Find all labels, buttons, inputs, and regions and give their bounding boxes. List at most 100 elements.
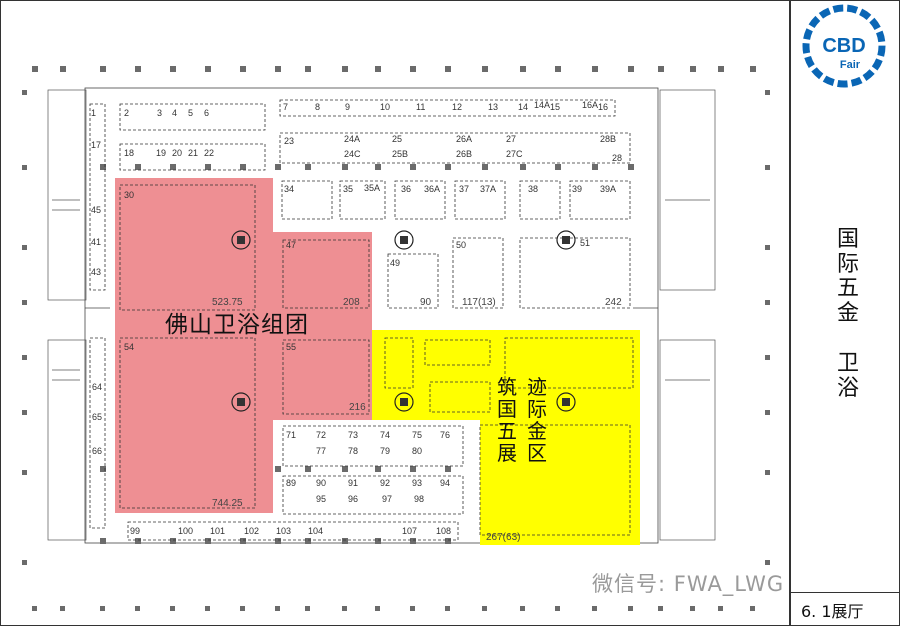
wechat-watermark: 微信号: FWA_LWG <box>592 572 785 596</box>
column <box>305 606 310 611</box>
column <box>100 606 105 611</box>
yellow-zone <box>372 330 640 545</box>
booth-label-49: 49 <box>390 258 400 268</box>
booth-label-9: 9 <box>345 102 350 112</box>
column <box>32 66 38 72</box>
column <box>275 164 281 170</box>
column <box>375 164 381 170</box>
column <box>375 538 381 544</box>
pillar-ring <box>556 392 576 412</box>
area-label: 90 <box>420 297 432 308</box>
pillar-core <box>562 236 570 244</box>
column <box>100 164 106 170</box>
pillar-ring <box>394 230 414 250</box>
booth-outline <box>279 132 631 164</box>
area-label: 267(63) <box>486 532 520 543</box>
column <box>22 470 27 475</box>
booth-label-51: 51 <box>580 238 590 248</box>
booth-label-26B: 26B <box>456 149 472 159</box>
booth-label-19: 19 <box>156 148 166 158</box>
booth-label-50: 50 <box>456 240 466 250</box>
booth-label-12: 12 <box>452 102 462 112</box>
column <box>375 466 381 472</box>
column <box>275 538 281 544</box>
column <box>240 66 246 72</box>
booth-label-21: 21 <box>188 148 198 158</box>
logo-text-fair: Fair <box>840 59 861 71</box>
column <box>275 606 280 611</box>
booth-label-75: 75 <box>412 430 422 440</box>
column <box>482 66 488 72</box>
booth-label-15: 15 <box>550 102 560 112</box>
column <box>240 538 246 544</box>
column <box>445 606 450 611</box>
column <box>22 300 27 305</box>
booth-label-66: 66 <box>92 446 102 456</box>
column <box>240 164 246 170</box>
booth-outline <box>119 337 256 509</box>
column <box>765 165 770 170</box>
column <box>410 164 416 170</box>
booth-label-18: 18 <box>124 148 134 158</box>
column <box>628 164 634 170</box>
booth-label-72: 72 <box>316 430 326 440</box>
column <box>60 66 66 72</box>
booth-label-98: 98 <box>414 494 424 504</box>
column <box>555 164 561 170</box>
booth-outline <box>282 239 370 309</box>
booth-outline <box>127 521 459 541</box>
booth-label-97: 97 <box>382 494 392 504</box>
column <box>718 606 723 611</box>
column <box>240 606 245 611</box>
yellow-zone-label-col2: 迹际金区 <box>525 376 549 464</box>
column <box>375 606 380 611</box>
booth-outline <box>339 180 386 220</box>
column <box>482 606 487 611</box>
column <box>555 66 561 72</box>
booth-label-91: 91 <box>348 478 358 488</box>
booth-outline <box>119 103 266 131</box>
booth-label-27C: 27C <box>506 149 523 159</box>
column <box>32 606 37 611</box>
column <box>205 164 211 170</box>
booth-label-3: 3 <box>157 108 162 118</box>
booth-label-107: 107 <box>402 526 417 536</box>
vertical-char: 迹 <box>527 375 547 399</box>
foshan-zone <box>115 178 372 513</box>
booth-label-36: 36 <box>401 184 411 194</box>
column <box>592 164 598 170</box>
column <box>592 66 598 72</box>
hall-walls <box>84 87 659 544</box>
sidebar-title-line2: 卫浴 <box>836 351 860 401</box>
booth-label-73: 73 <box>348 430 358 440</box>
booth-outline <box>569 180 631 220</box>
booth-label-104: 104 <box>308 526 323 536</box>
column <box>750 606 755 611</box>
booth-outline <box>424 339 491 366</box>
column <box>135 606 140 611</box>
column <box>342 606 347 611</box>
hall-number: 6. 1展厅 <box>801 602 864 621</box>
booth-outline <box>452 237 504 309</box>
area-label: 117(13) <box>462 297 496 308</box>
column <box>445 66 451 72</box>
booth-label-96: 96 <box>348 494 358 504</box>
column <box>520 606 525 611</box>
booth-label-24C: 24C <box>344 149 361 159</box>
booth-label-30: 30 <box>124 190 134 200</box>
column <box>765 90 770 95</box>
pillar-markers <box>231 230 576 412</box>
booth-label-79: 79 <box>380 446 390 456</box>
booth-label-26A: 26A <box>456 134 472 144</box>
booth-label-20: 20 <box>172 148 182 158</box>
booth-label-16A: 16A <box>582 100 598 110</box>
booth-label-25B: 25B <box>392 149 408 159</box>
booth-label-14: 14 <box>518 102 528 112</box>
booth-label-17: 17 <box>91 140 101 150</box>
column <box>658 606 663 611</box>
area-label: 744.25 <box>212 498 243 509</box>
booth-outline <box>394 180 446 220</box>
booth-label-35A: 35A <box>364 183 380 193</box>
